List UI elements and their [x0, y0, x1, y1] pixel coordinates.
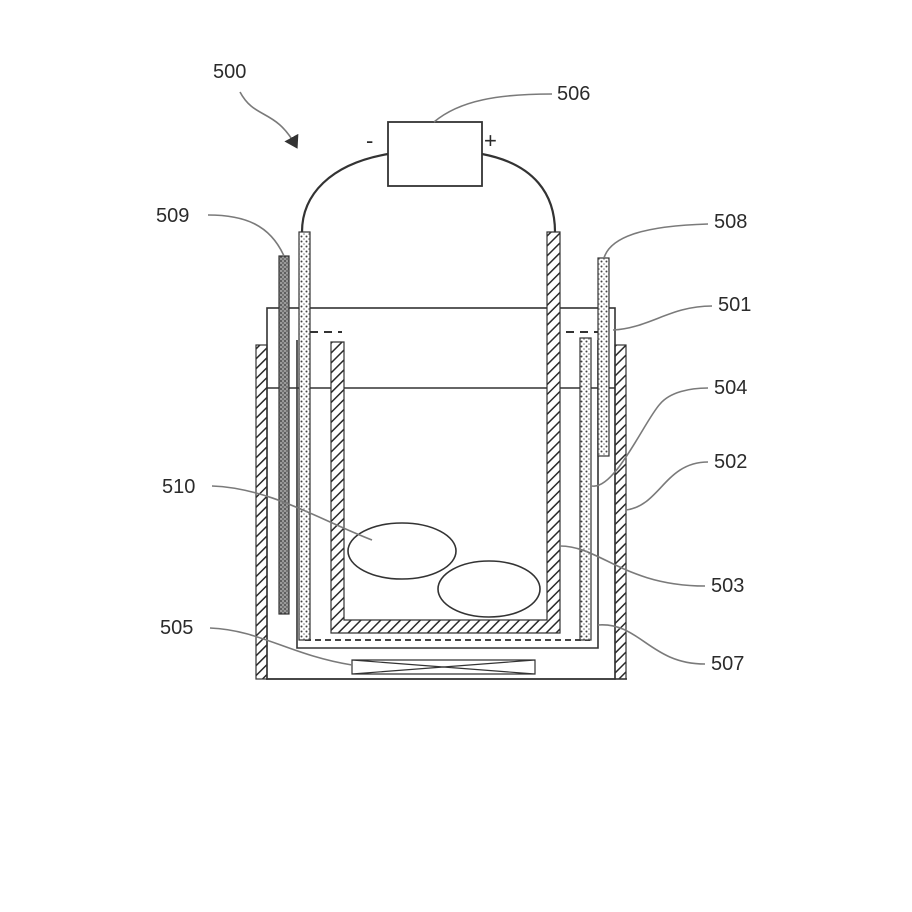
inner-wall — [296, 340, 599, 649]
power-supply-box — [387, 121, 483, 187]
label-505: 505 — [160, 617, 193, 639]
leader-505 — [209, 627, 353, 666]
right-separator — [579, 337, 592, 641]
leader-508 — [603, 223, 709, 259]
reference-electrode-left — [278, 255, 290, 615]
leader-501 — [612, 305, 713, 331]
left-electrode — [298, 231, 311, 641]
stirrer-bar — [351, 659, 536, 675]
label-500: 500 — [213, 61, 246, 83]
leader-506 — [433, 93, 553, 123]
label-502: 502 — [714, 451, 747, 473]
particle-lower — [437, 560, 541, 618]
positive-terminal-sign: + — [484, 128, 497, 153]
particle-upper — [347, 522, 457, 580]
label-510: 510 — [162, 476, 195, 498]
leader-509 — [207, 214, 285, 257]
label-503: 503 — [711, 575, 744, 597]
label-506: 506 — [557, 83, 590, 105]
leader-504 — [591, 387, 709, 487]
negative-terminal-sign: - — [366, 128, 373, 153]
reference-arrow — [239, 91, 299, 149]
negative-wire — [300, 152, 389, 233]
leader-507 — [597, 624, 706, 665]
leader-502 — [625, 461, 709, 511]
label-509: 509 — [156, 205, 189, 227]
label-504: 504 — [714, 377, 747, 399]
reference-electrode-right — [597, 257, 610, 457]
positive-wire — [481, 152, 557, 233]
label-508: 508 — [714, 211, 747, 233]
label-507: 507 — [711, 653, 744, 675]
label-501: 501 — [718, 294, 751, 316]
cathode-basket — [330, 231, 561, 634]
leader-510 — [211, 485, 373, 541]
leader-503 — [559, 545, 706, 587]
outer-jacket-left-wall — [255, 344, 268, 680]
electrolyte-vessel — [266, 307, 616, 680]
